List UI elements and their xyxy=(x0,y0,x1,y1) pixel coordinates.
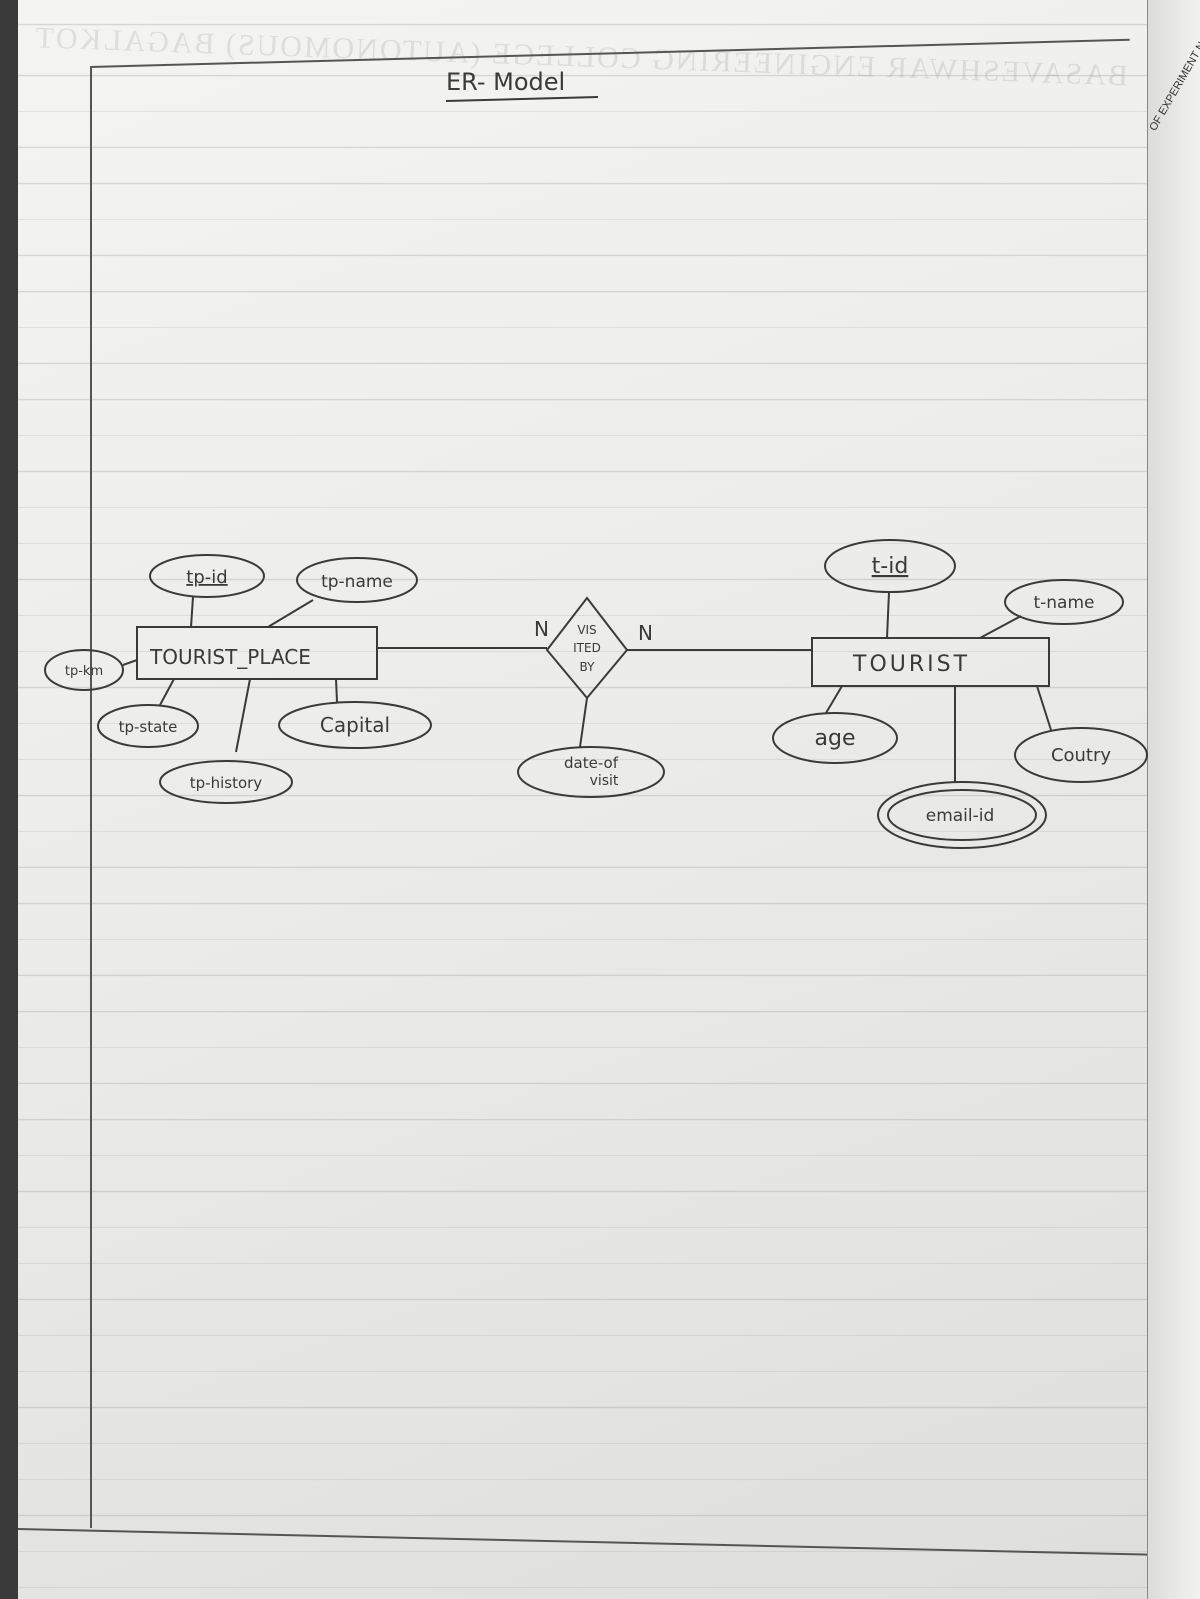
attr-country-oval xyxy=(1014,727,1148,783)
link-t-id xyxy=(886,591,890,639)
attr-tp-km-label: tp-km xyxy=(65,664,103,679)
link-country xyxy=(1036,685,1052,731)
attr-tp-name-oval xyxy=(296,557,418,603)
relationship-label-line2: ITED xyxy=(573,641,601,655)
attr-tp-history-oval xyxy=(159,760,293,804)
attr-age-label: age xyxy=(815,726,856,751)
ruled-lines xyxy=(18,0,1200,1599)
link-t-name xyxy=(979,615,1022,639)
attr-country-label: Coutry xyxy=(1051,745,1111,766)
diagram-title: ER- Model xyxy=(446,68,565,96)
entity-tourist-box xyxy=(811,637,1050,687)
entity-tourist-label: TOURIST xyxy=(852,652,970,677)
attr-date-of-visit-label-1: date-of xyxy=(564,754,619,772)
attr-email-id-inner-oval xyxy=(887,789,1037,841)
attr-capital-label: Capital xyxy=(320,713,390,737)
link-date-of-visit xyxy=(579,697,588,748)
relationship-label-line1: VIS xyxy=(577,623,596,637)
link-tp-state xyxy=(159,678,175,706)
cardinality-right: N xyxy=(638,621,653,645)
link-tp-id xyxy=(190,596,194,628)
entity-tourist-place-box xyxy=(136,626,378,680)
title-underline xyxy=(445,96,599,102)
attr-capital-oval xyxy=(278,701,432,749)
attr-tp-id-oval xyxy=(149,554,265,598)
attr-t-name-label: t-name xyxy=(1033,593,1094,613)
page-frame-left xyxy=(90,68,92,1528)
cardinality-left: N xyxy=(534,617,549,641)
attr-t-id-label: t-id xyxy=(872,554,909,579)
attr-tp-km-oval xyxy=(44,649,124,691)
next-page-edge: OF EXPERIMENT N xyxy=(1147,0,1200,1599)
attr-email-id-outer-oval xyxy=(877,781,1047,849)
attr-tp-history-label: tp-history xyxy=(190,774,263,792)
attr-email-id-label: email-id xyxy=(926,806,995,826)
attr-t-name-oval xyxy=(1004,579,1124,625)
attr-date-of-visit-label-2: visit xyxy=(590,773,619,789)
attr-age-oval xyxy=(772,712,898,764)
attr-tp-state-oval xyxy=(97,704,199,748)
attr-tp-id-label: tp-id xyxy=(186,567,227,588)
relationship-label-line3: BY xyxy=(580,660,596,674)
entity-tourist-place-label: TOURIST_PLACE xyxy=(149,645,311,669)
link-capital xyxy=(335,678,338,703)
link-tp-name xyxy=(267,599,314,628)
attr-tp-state-label: tp-state xyxy=(119,718,178,736)
link-age xyxy=(825,685,843,714)
link-tp-km xyxy=(122,659,138,666)
attr-t-id-oval xyxy=(824,539,956,593)
attr-tp-name-label: tp-name xyxy=(321,572,393,592)
attr-date-of-visit-oval xyxy=(517,746,665,798)
notebook-page: BASAVESHWAR ENGINEERING COLLEGE (AUTONOM… xyxy=(18,0,1200,1599)
link-tp-history xyxy=(235,678,251,753)
